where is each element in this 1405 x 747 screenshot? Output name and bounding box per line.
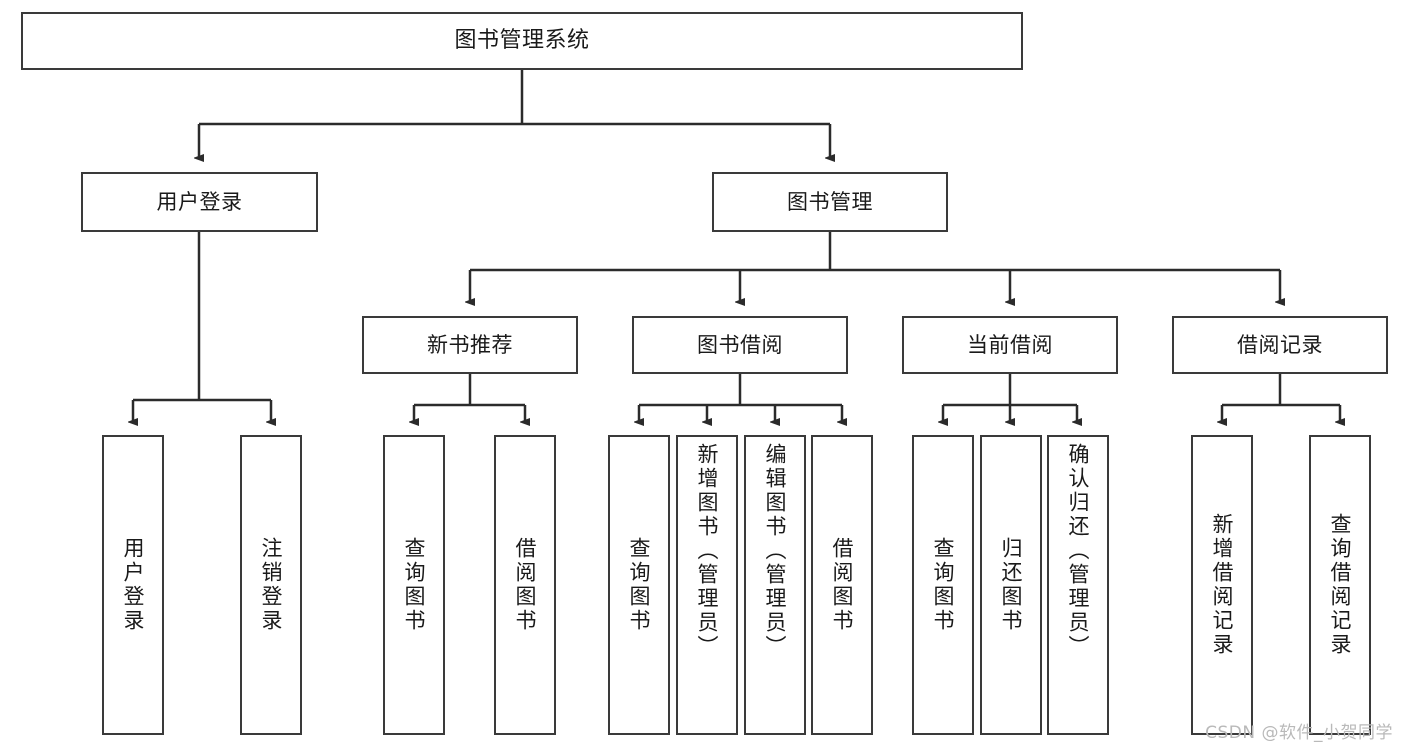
node-label: 注销登录 <box>259 537 284 633</box>
leaf-borrow-book-new[interactable]: 借阅图书 <box>494 435 556 735</box>
leaf-logout[interactable]: 注销登录 <box>240 435 302 735</box>
node-label: 新增借阅记录 <box>1210 513 1235 657</box>
node-label: 借阅图书 <box>513 537 538 633</box>
leaf-query-book-current[interactable]: 查询图书 <box>912 435 974 735</box>
node-label: 新书推荐 <box>427 332 513 357</box>
node-new-book-recommendation[interactable]: 新书推荐 <box>362 316 578 374</box>
leaf-query-book-new[interactable]: 查询图书 <box>383 435 445 735</box>
node-label: 确认归还（管理员） <box>1066 443 1091 659</box>
leaf-user-login[interactable]: 用户登录 <box>102 435 164 735</box>
leaf-add-borrow-record[interactable]: 新增借阅记录 <box>1191 435 1253 735</box>
leaf-query-book-borrow[interactable]: 查询图书 <box>608 435 670 735</box>
node-label: 归还图书 <box>999 537 1024 633</box>
node-label: 借阅记录 <box>1237 332 1323 357</box>
node-label: 图书借阅 <box>697 332 783 357</box>
node-label: 借阅图书 <box>830 537 855 633</box>
node-label: 图书管理 <box>787 189 873 214</box>
node-label: 查询图书 <box>931 537 956 633</box>
node-current-borrowing[interactable]: 当前借阅 <box>902 316 1118 374</box>
node-root-book-management-system[interactable]: 图书管理系统 <box>21 12 1023 70</box>
leaf-add-book-admin[interactable]: 新增图书（管理员） <box>676 435 738 735</box>
node-book-management[interactable]: 图书管理 <box>712 172 948 232</box>
node-label: 新增图书（管理员） <box>695 443 720 659</box>
node-label: 图书管理系统 <box>454 28 590 54</box>
leaf-query-borrow-record[interactable]: 查询借阅记录 <box>1309 435 1371 735</box>
leaf-borrow-book[interactable]: 借阅图书 <box>811 435 873 735</box>
node-label: 用户登录 <box>156 189 243 214</box>
watermark-text: CSDN @软件_小贺同学 <box>1205 723 1393 743</box>
node-label: 查询借阅记录 <box>1328 513 1353 657</box>
node-label: 查询图书 <box>402 537 427 633</box>
node-borrowing-record[interactable]: 借阅记录 <box>1172 316 1388 374</box>
node-label: 查询图书 <box>627 537 652 633</box>
leaf-return-book[interactable]: 归还图书 <box>980 435 1042 735</box>
leaf-edit-book-admin[interactable]: 编辑图书（管理员） <box>744 435 806 735</box>
node-label: 用户登录 <box>121 537 146 633</box>
node-user-login[interactable]: 用户登录 <box>81 172 318 232</box>
node-label: 编辑图书（管理员） <box>763 443 788 659</box>
node-book-borrowing[interactable]: 图书借阅 <box>632 316 848 374</box>
leaf-confirm-return-admin[interactable]: 确认归还（管理员） <box>1047 435 1109 735</box>
node-label: 当前借阅 <box>967 332 1053 357</box>
